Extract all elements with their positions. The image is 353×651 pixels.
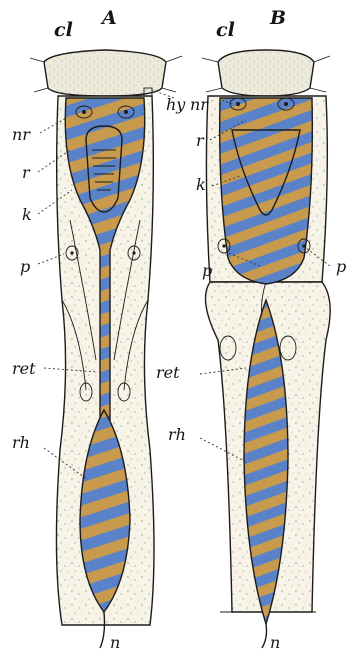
panel-a-label-p: p: [20, 257, 30, 276]
panel-b-label-rh: rh: [168, 425, 186, 444]
panel-a-label-cl: cl: [54, 19, 73, 41]
panel-a-label-hy: hy: [166, 95, 186, 114]
panel-a-label-ret: ret: [12, 359, 36, 378]
panel-b-label-ret: ret: [156, 363, 180, 382]
panel-a-label-r: r: [22, 163, 31, 182]
panel-a: A cl nr hy r k p ret rh n: [12, 7, 186, 651]
panel-a-label-n: n: [110, 633, 120, 651]
panel-a-label-rh: rh: [12, 433, 30, 452]
panel-b-label-p-left: p: [202, 261, 212, 280]
panel-b-label-k: k: [196, 175, 206, 194]
panel-b-label-p-right: p: [336, 257, 346, 276]
panel-b-label-n: n: [270, 633, 280, 651]
panel-b-label-nr: nr: [190, 95, 209, 114]
panel-b-nerve-fiber: [262, 624, 267, 648]
panel-b-letter: B: [269, 7, 286, 29]
panel-a-label-nr: nr: [12, 125, 31, 144]
panel-a-label-k: k: [22, 205, 32, 224]
panel-a-letter: A: [100, 7, 117, 29]
panel-b-lens: [202, 50, 330, 96]
panel-a-lens: [30, 50, 182, 96]
panel-b-label-r: r: [196, 131, 205, 150]
panel-b-label-cl: cl: [216, 19, 235, 41]
panel-b-crystalline-cone: [220, 98, 313, 284]
